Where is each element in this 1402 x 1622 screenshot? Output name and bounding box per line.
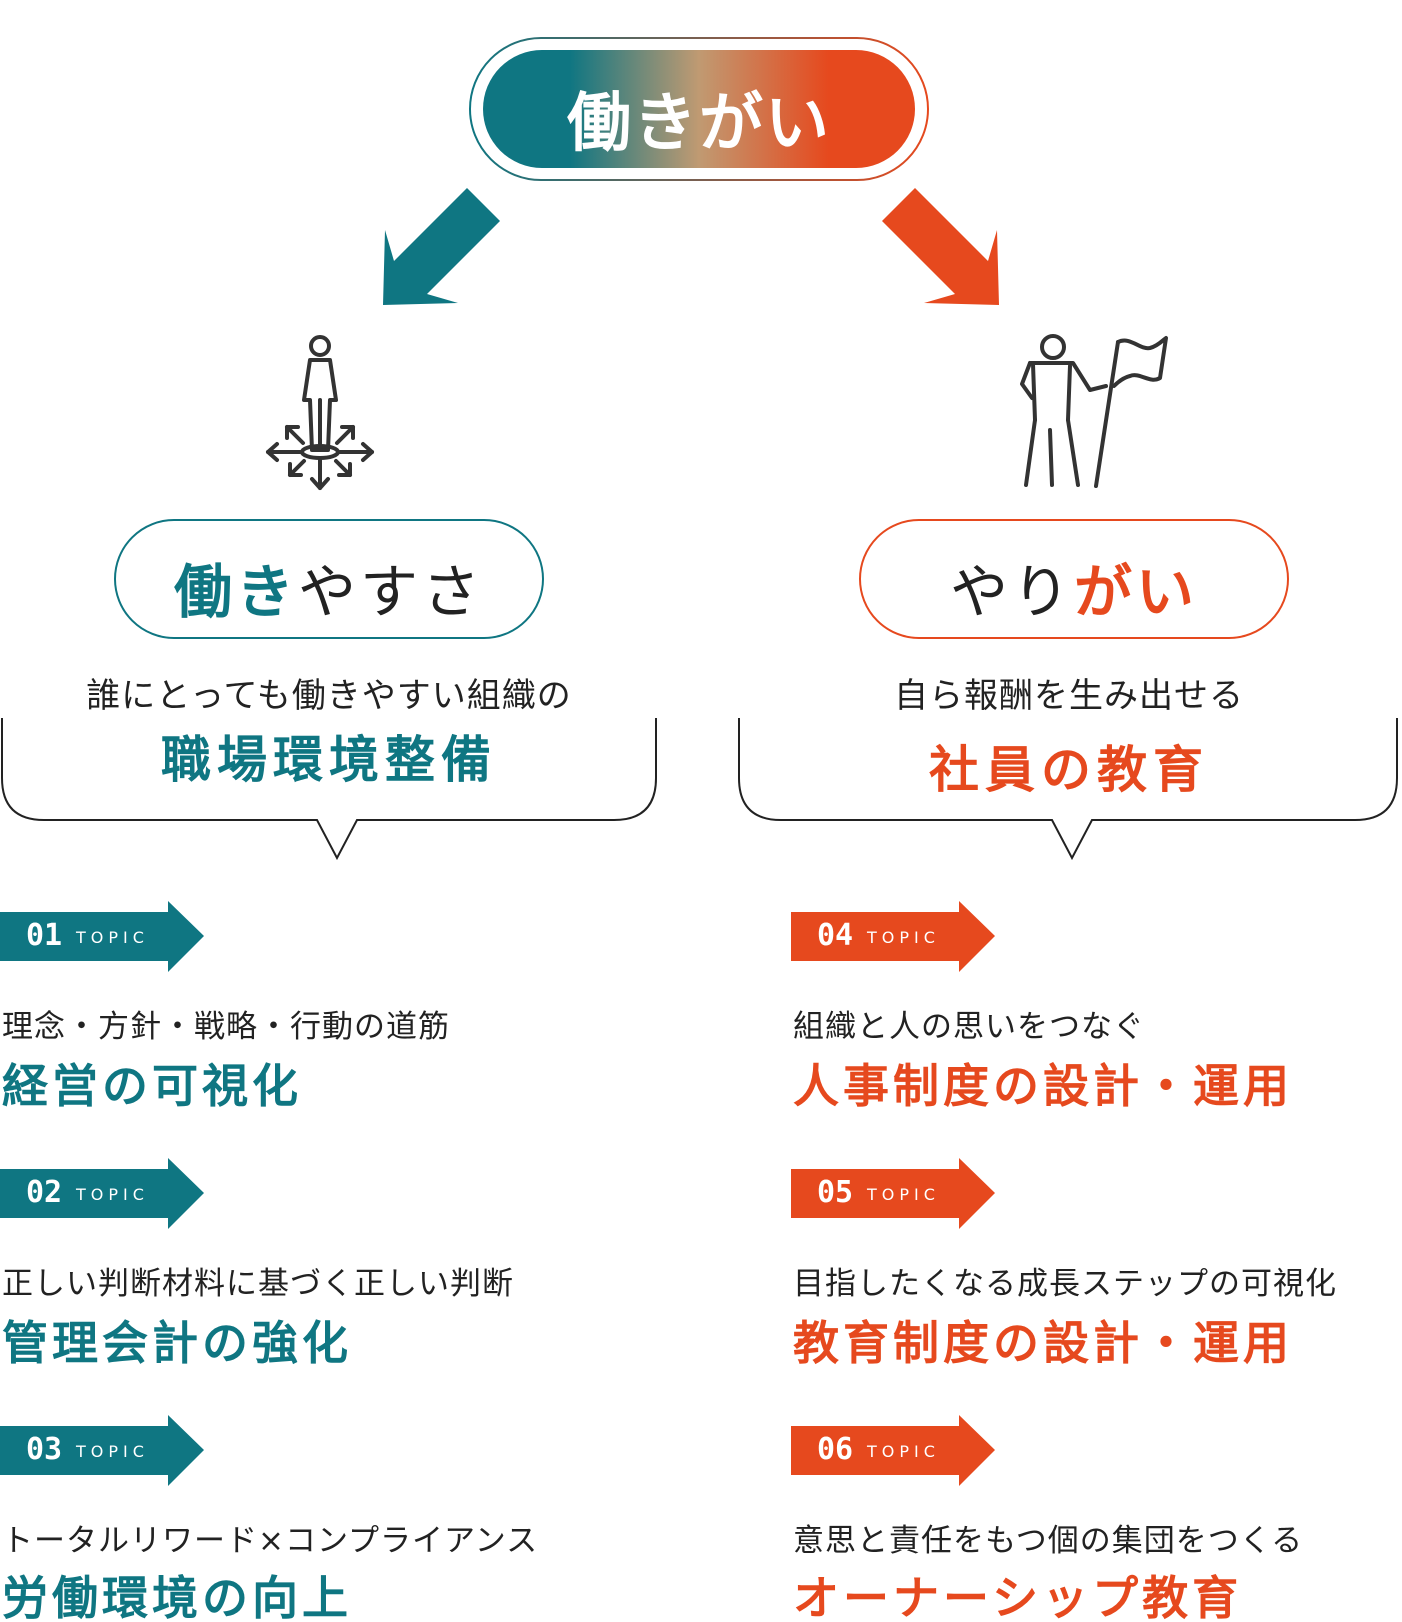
top-title: 働きがい xyxy=(567,87,831,161)
right-down-arrow xyxy=(882,188,999,305)
topic-06-subtitle: 意思と責任をもつ個の集団をつくる xyxy=(793,1523,1304,1559)
right-subtitle: 自ら報酬を生み出せる xyxy=(894,676,1244,716)
right-pill-text: やりがい xyxy=(860,545,1288,629)
topic-02-title: 管理会計の強化 xyxy=(2,1316,352,1370)
topic-05-badge xyxy=(791,1158,995,1229)
topic-01-label: TOPIC xyxy=(76,928,149,947)
right-pill xyxy=(859,519,1289,639)
right-pill-rest: やり xyxy=(949,558,1074,626)
topic-03-subtitle: トータルリワード×コンプライアンス xyxy=(2,1523,539,1559)
topic-03-number: 03 xyxy=(26,1432,63,1467)
left-pill xyxy=(114,519,544,639)
topic-01-title: 経営の可視化 xyxy=(2,1059,302,1113)
left-pill-rest: やすさ xyxy=(298,558,485,626)
top-pill xyxy=(483,50,915,168)
topic-04-subtitle: 組織と人の思いをつなぐ xyxy=(793,1009,1145,1045)
topic-01-subtitle: 理念・方針・戦略・行動の道筋 xyxy=(2,1009,450,1045)
topic-02-label: TOPIC xyxy=(76,1185,149,1204)
top-pill-outline xyxy=(469,37,929,181)
left-pill-text: 働きやすさ xyxy=(115,545,543,629)
topic-04-number: 04 xyxy=(817,918,854,953)
topic-03-badge xyxy=(0,1415,204,1486)
left-down-arrow xyxy=(383,188,500,305)
topic-06-badge xyxy=(791,1415,995,1486)
right-bracket xyxy=(738,718,1398,861)
topic-02-subtitle: 正しい判断材料に基づく正しい判断 xyxy=(2,1266,514,1302)
topic-03-title: 労働環境の向上 xyxy=(2,1571,352,1622)
topic-04-badge xyxy=(791,901,995,972)
topic-05-number: 05 xyxy=(817,1175,854,1210)
topic-05-title: 教育制度の設計・運用 xyxy=(793,1316,1293,1370)
left-subtitle: 誰にとっても働きやすい組織の xyxy=(86,676,572,716)
left-bracket xyxy=(1,718,657,861)
topic-06-title: オーナーシップ教育 xyxy=(793,1571,1243,1622)
topic-05-label: TOPIC xyxy=(867,1185,940,1204)
right-pill-accent: がい xyxy=(1074,558,1199,626)
topic-02-number: 02 xyxy=(26,1175,63,1210)
topic-06-number: 06 xyxy=(817,1432,854,1467)
topic-01-number: 01 xyxy=(26,918,63,953)
topic-05-subtitle: 目指したくなる成長ステップの可視化 xyxy=(793,1266,1337,1302)
topic-01-badge xyxy=(0,901,204,972)
topic-04-title: 人事制度の設計・運用 xyxy=(793,1059,1293,1113)
person-arrows-icon xyxy=(266,335,374,490)
topic-02-badge xyxy=(0,1158,204,1229)
person-flag-icon xyxy=(1020,334,1168,488)
right-heading: 社員の教育 xyxy=(929,741,1209,799)
left-pill-accent: 働き xyxy=(173,558,298,626)
left-heading: 職場環境整備 xyxy=(161,731,497,789)
topic-03-label: TOPIC xyxy=(76,1442,149,1461)
topic-04-label: TOPIC xyxy=(867,928,940,947)
topic-06-label: TOPIC xyxy=(867,1442,940,1461)
